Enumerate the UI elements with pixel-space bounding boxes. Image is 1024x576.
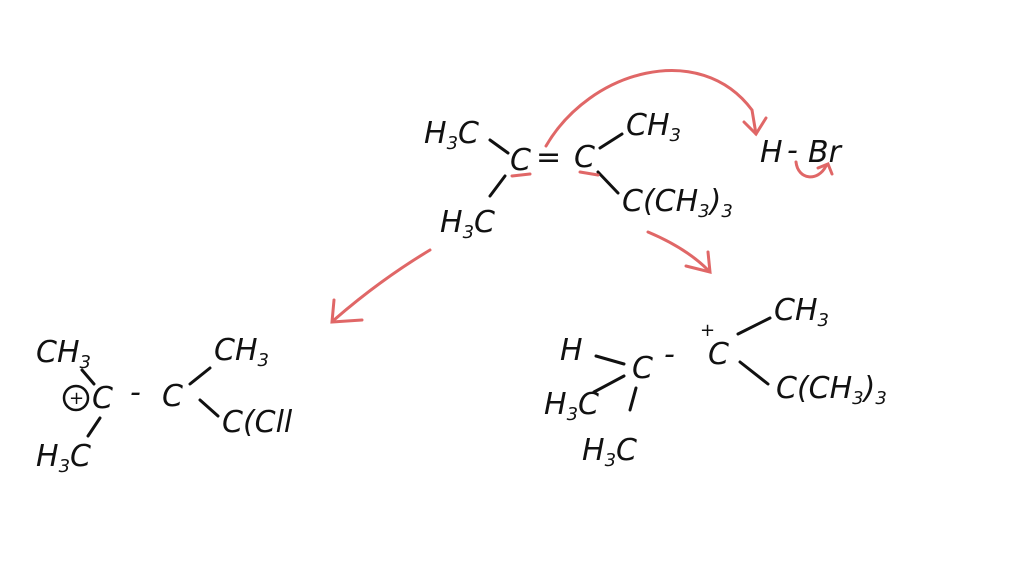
product-left-ch3-right: CH3 [214, 333, 269, 371]
product-right-h3c-left: H3C [544, 387, 599, 425]
reagent-h: H [760, 135, 783, 170]
positive-charge-sign: + [69, 388, 84, 409]
arrow-pi-bond-to-h [544, 69, 758, 148]
arrow-to-left-product-head [330, 298, 364, 324]
reactant-tbu: C(CH3)3 [622, 184, 733, 222]
product-left-carbocation: CH3 + C - C CH3 H3C C(Cll [36, 333, 293, 477]
bond-tbu [596, 170, 620, 195]
bond-ch3-right-left [188, 366, 212, 386]
product-right-carbocation: H C H3C H3C - + C CH3 C(CH3)3 [544, 293, 887, 471]
bond-h3c-bottom-right [628, 386, 638, 412]
reactant-alkene: H3C C = C CH3 H3C C(CH3)3 [424, 108, 733, 243]
product-right-c-left: C [632, 351, 653, 386]
product-right-tbu: C(CH3)3 [776, 371, 887, 409]
product-right-h3c-bottom: H3C [582, 433, 637, 471]
product-left-tail: C(Cll [222, 405, 293, 440]
mechanism-arrows [330, 69, 834, 324]
arrow-hbr-to-br [794, 160, 828, 179]
reagent-dash: - [787, 133, 798, 168]
arrow-to-right-product [646, 230, 710, 272]
mark-left-carbon [510, 172, 532, 178]
arrow-hbr-to-br-head [816, 162, 834, 176]
product-left-c-right: C [162, 379, 183, 414]
product-left-h3c-bottom: H3C [36, 439, 91, 477]
bond-ch3-top [598, 132, 624, 150]
arrow-pi-bond-to-h-head [742, 116, 768, 137]
product-right-ch3-top: CH3 [774, 293, 829, 331]
bond-h3c-bottom [488, 174, 507, 198]
product-left-ch3-top: CH3 [36, 335, 91, 373]
product-left-dash: - [130, 375, 141, 410]
reactant-ch3-top: CH3 [626, 108, 681, 146]
reagent-hbr: H - Br [760, 133, 843, 170]
product-right-c-cation: C [708, 337, 729, 372]
arrow-to-right-product-head [684, 250, 712, 274]
arrow-to-left-product [332, 248, 432, 322]
product-right-dash: - [664, 337, 675, 372]
bond-ch3-top-right [736, 316, 772, 336]
positive-charge-circle [62, 384, 90, 412]
bond-ch3-top-left [80, 368, 96, 386]
bond-h3c-left-right [592, 374, 626, 394]
reactant-h3c-top: H3C [424, 116, 479, 154]
reactant-double-bond: = [536, 140, 561, 175]
bond-tail-left [198, 398, 220, 418]
bond-tbu-right [738, 360, 770, 386]
reactant-c-right: C [574, 140, 595, 175]
product-left-c-cation: C [92, 381, 113, 416]
product-right-h: H [560, 333, 583, 368]
reactant-c-left: C [510, 143, 531, 178]
bond-h3c-top [488, 138, 510, 155]
mark-right-carbon [578, 170, 600, 177]
product-right-plus: + [700, 320, 715, 341]
reactant-h3c-bottom: H3C [440, 205, 495, 243]
bond-h3c-bottom-left [86, 416, 102, 438]
bond-h-right [594, 354, 626, 366]
